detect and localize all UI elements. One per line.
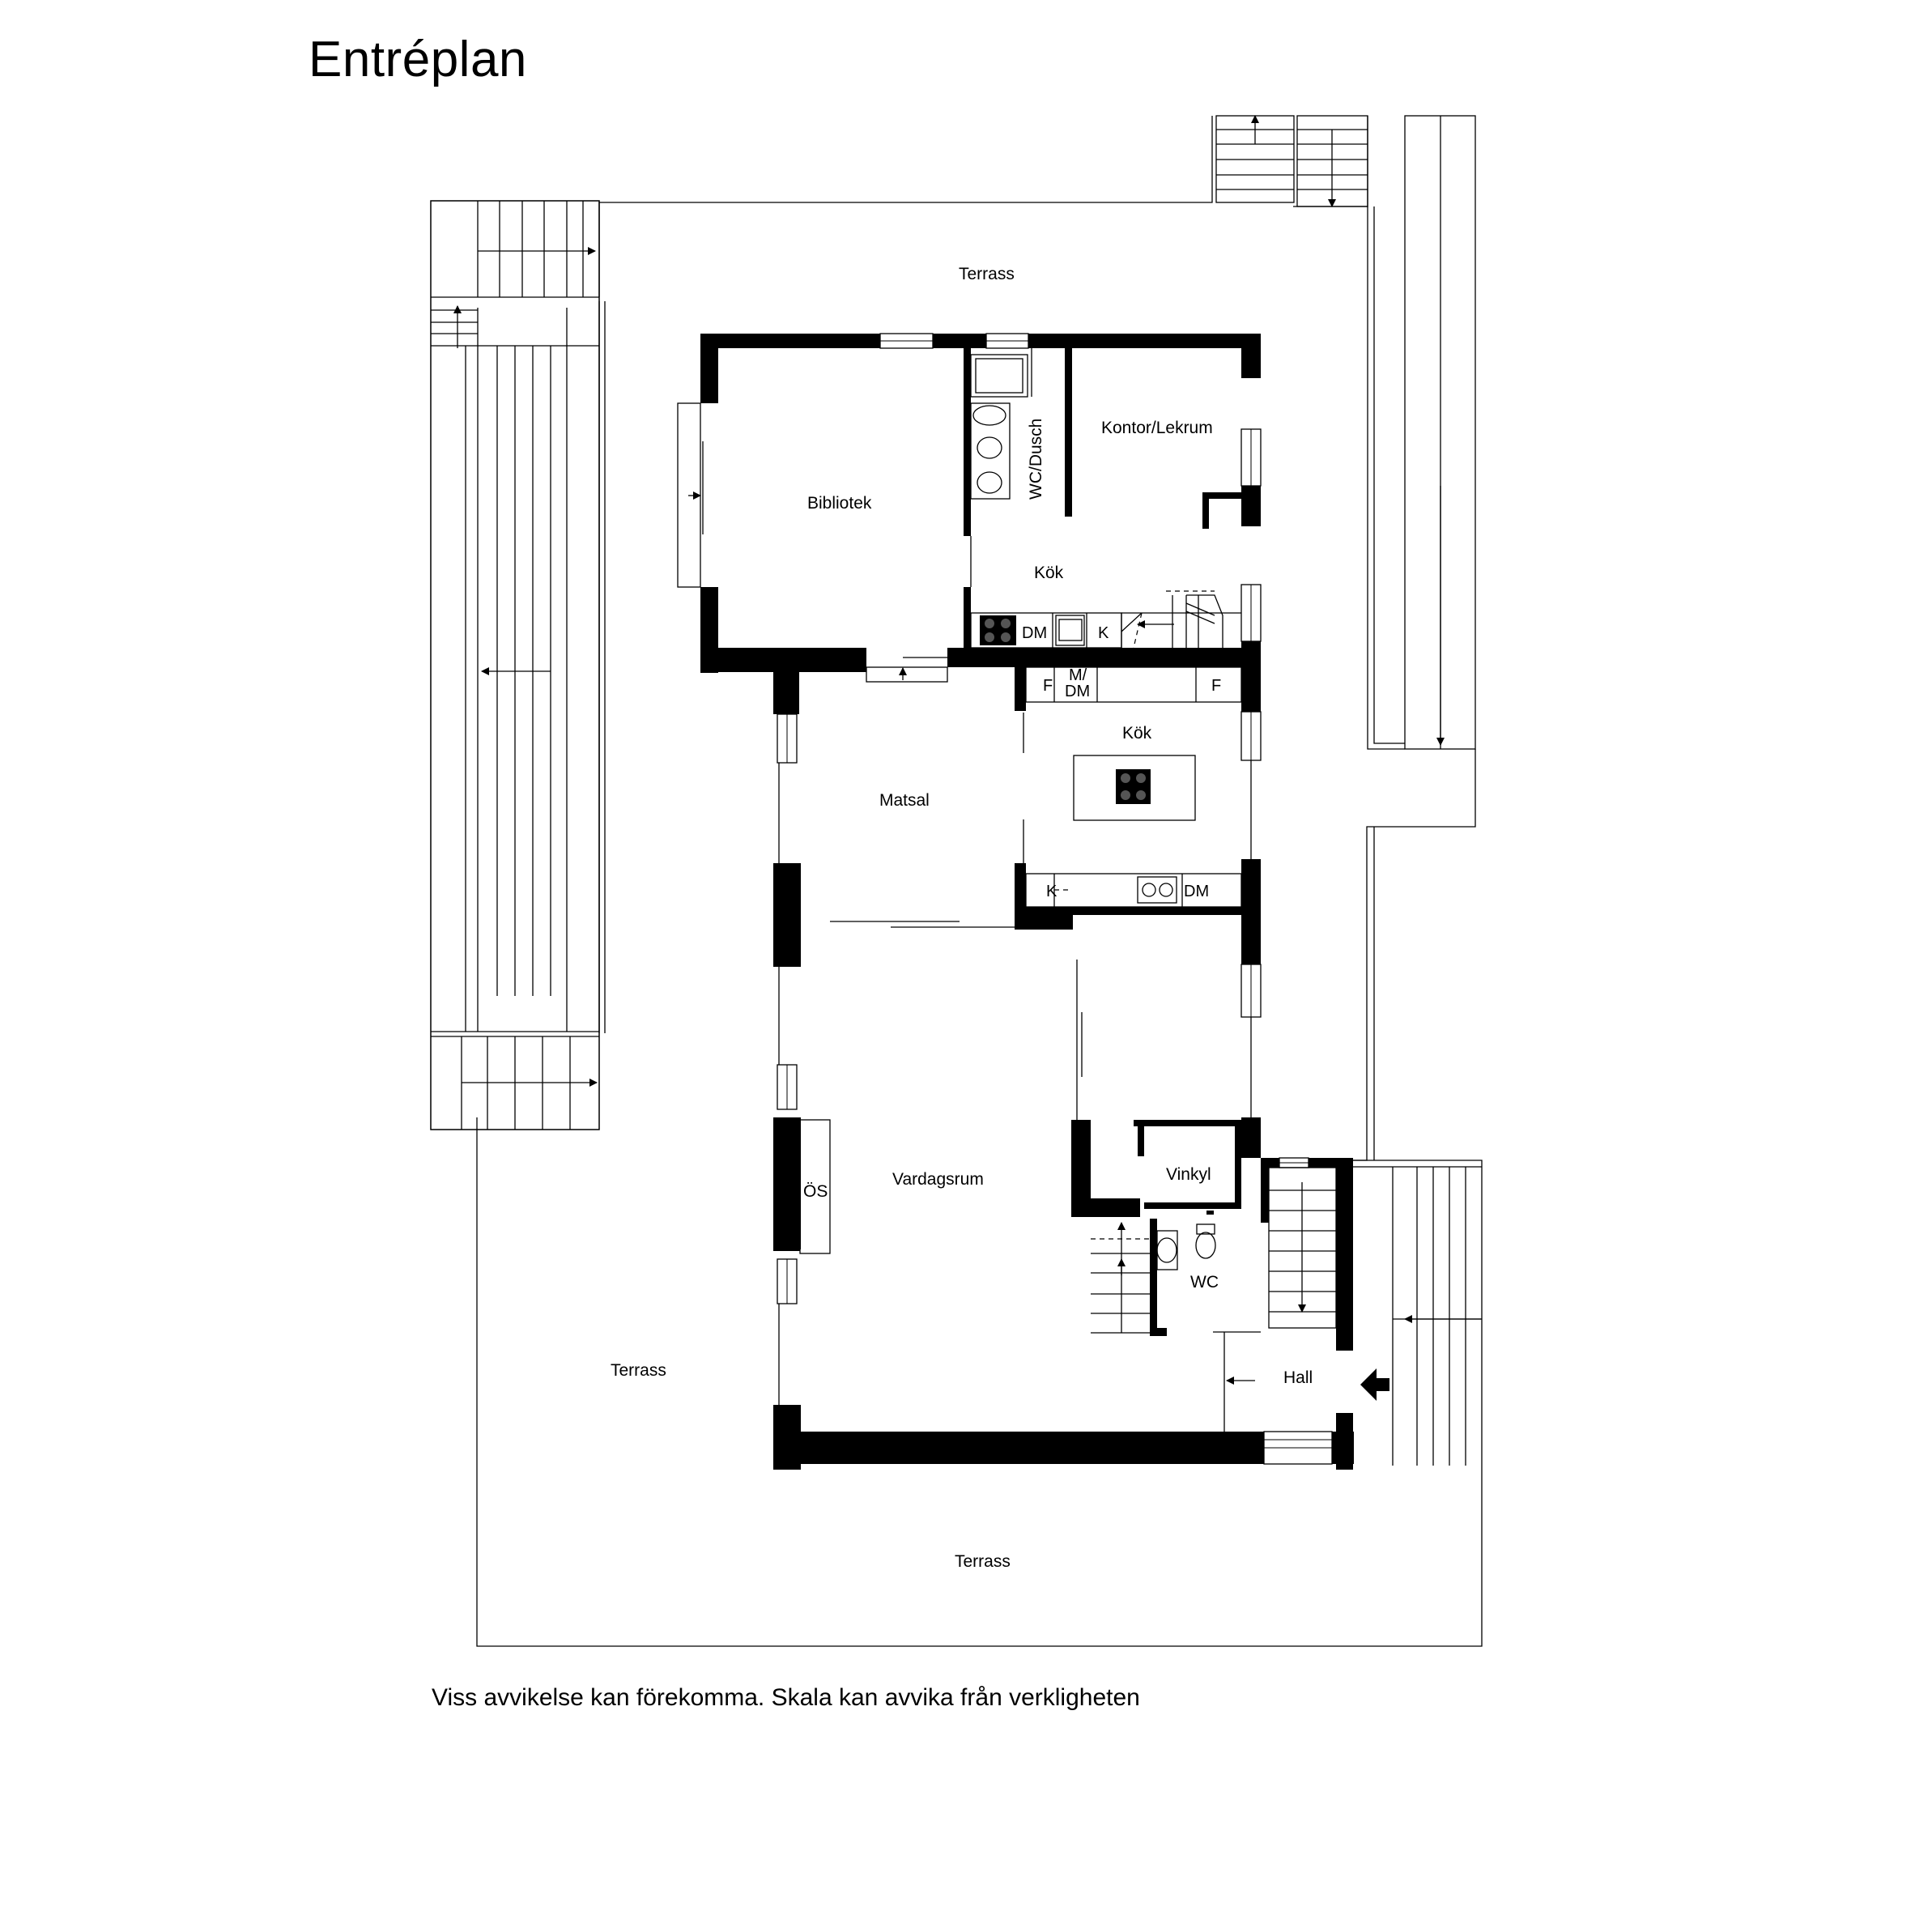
label-vardagsrum: Vardagsrum <box>892 1170 984 1189</box>
fixture-labels: DM K F M/ DM F K DM <box>1022 624 1221 900</box>
label-wc-dusch: WC/Dusch <box>1027 419 1045 500</box>
windows <box>677 333 1333 1465</box>
label-terrass-left: Terrass <box>611 1361 666 1380</box>
label-dm-lower: DM <box>1184 883 1209 900</box>
label-dm-upper: DM <box>1022 624 1047 642</box>
label-terrass-top: Terrass <box>959 265 1015 283</box>
walls <box>700 334 1354 1470</box>
terrace-stairs <box>431 115 1482 1466</box>
terrace-outline <box>430 115 1483 1647</box>
label-terrass-bottom: Terrass <box>955 1552 1011 1571</box>
label-kok-upper: Kök <box>1034 564 1064 582</box>
label-wc: WC <box>1190 1273 1219 1292</box>
room-labels: Terrass Bibliotek WC/Dusch Kontor/Lekrum… <box>611 265 1313 1571</box>
label-os: ÖS <box>803 1182 828 1201</box>
label-k-upper: K <box>1098 624 1109 642</box>
label-f-right: F <box>1211 677 1221 695</box>
label-kontor-lekrum: Kontor/Lekrum <box>1101 419 1213 437</box>
label-matsal: Matsal <box>879 791 930 810</box>
label-kok-lower: Kök <box>1122 724 1152 743</box>
label-m: M/ <box>1069 666 1087 684</box>
fixtures <box>773 348 1337 1334</box>
label-m-dm: DM <box>1065 683 1090 700</box>
label-f-left: F <box>1043 677 1053 695</box>
doors <box>830 657 1389 1432</box>
label-hall: Hall <box>1283 1368 1313 1387</box>
plan-title: Entréplan <box>309 32 527 87</box>
label-vinkyl: Vinkyl <box>1166 1165 1211 1184</box>
label-k-lower: K <box>1046 883 1057 900</box>
disclaimer: Viss avvikelse kan förekomma. Skala kan … <box>432 1684 1140 1711</box>
label-bibliotek: Bibliotek <box>807 494 872 513</box>
